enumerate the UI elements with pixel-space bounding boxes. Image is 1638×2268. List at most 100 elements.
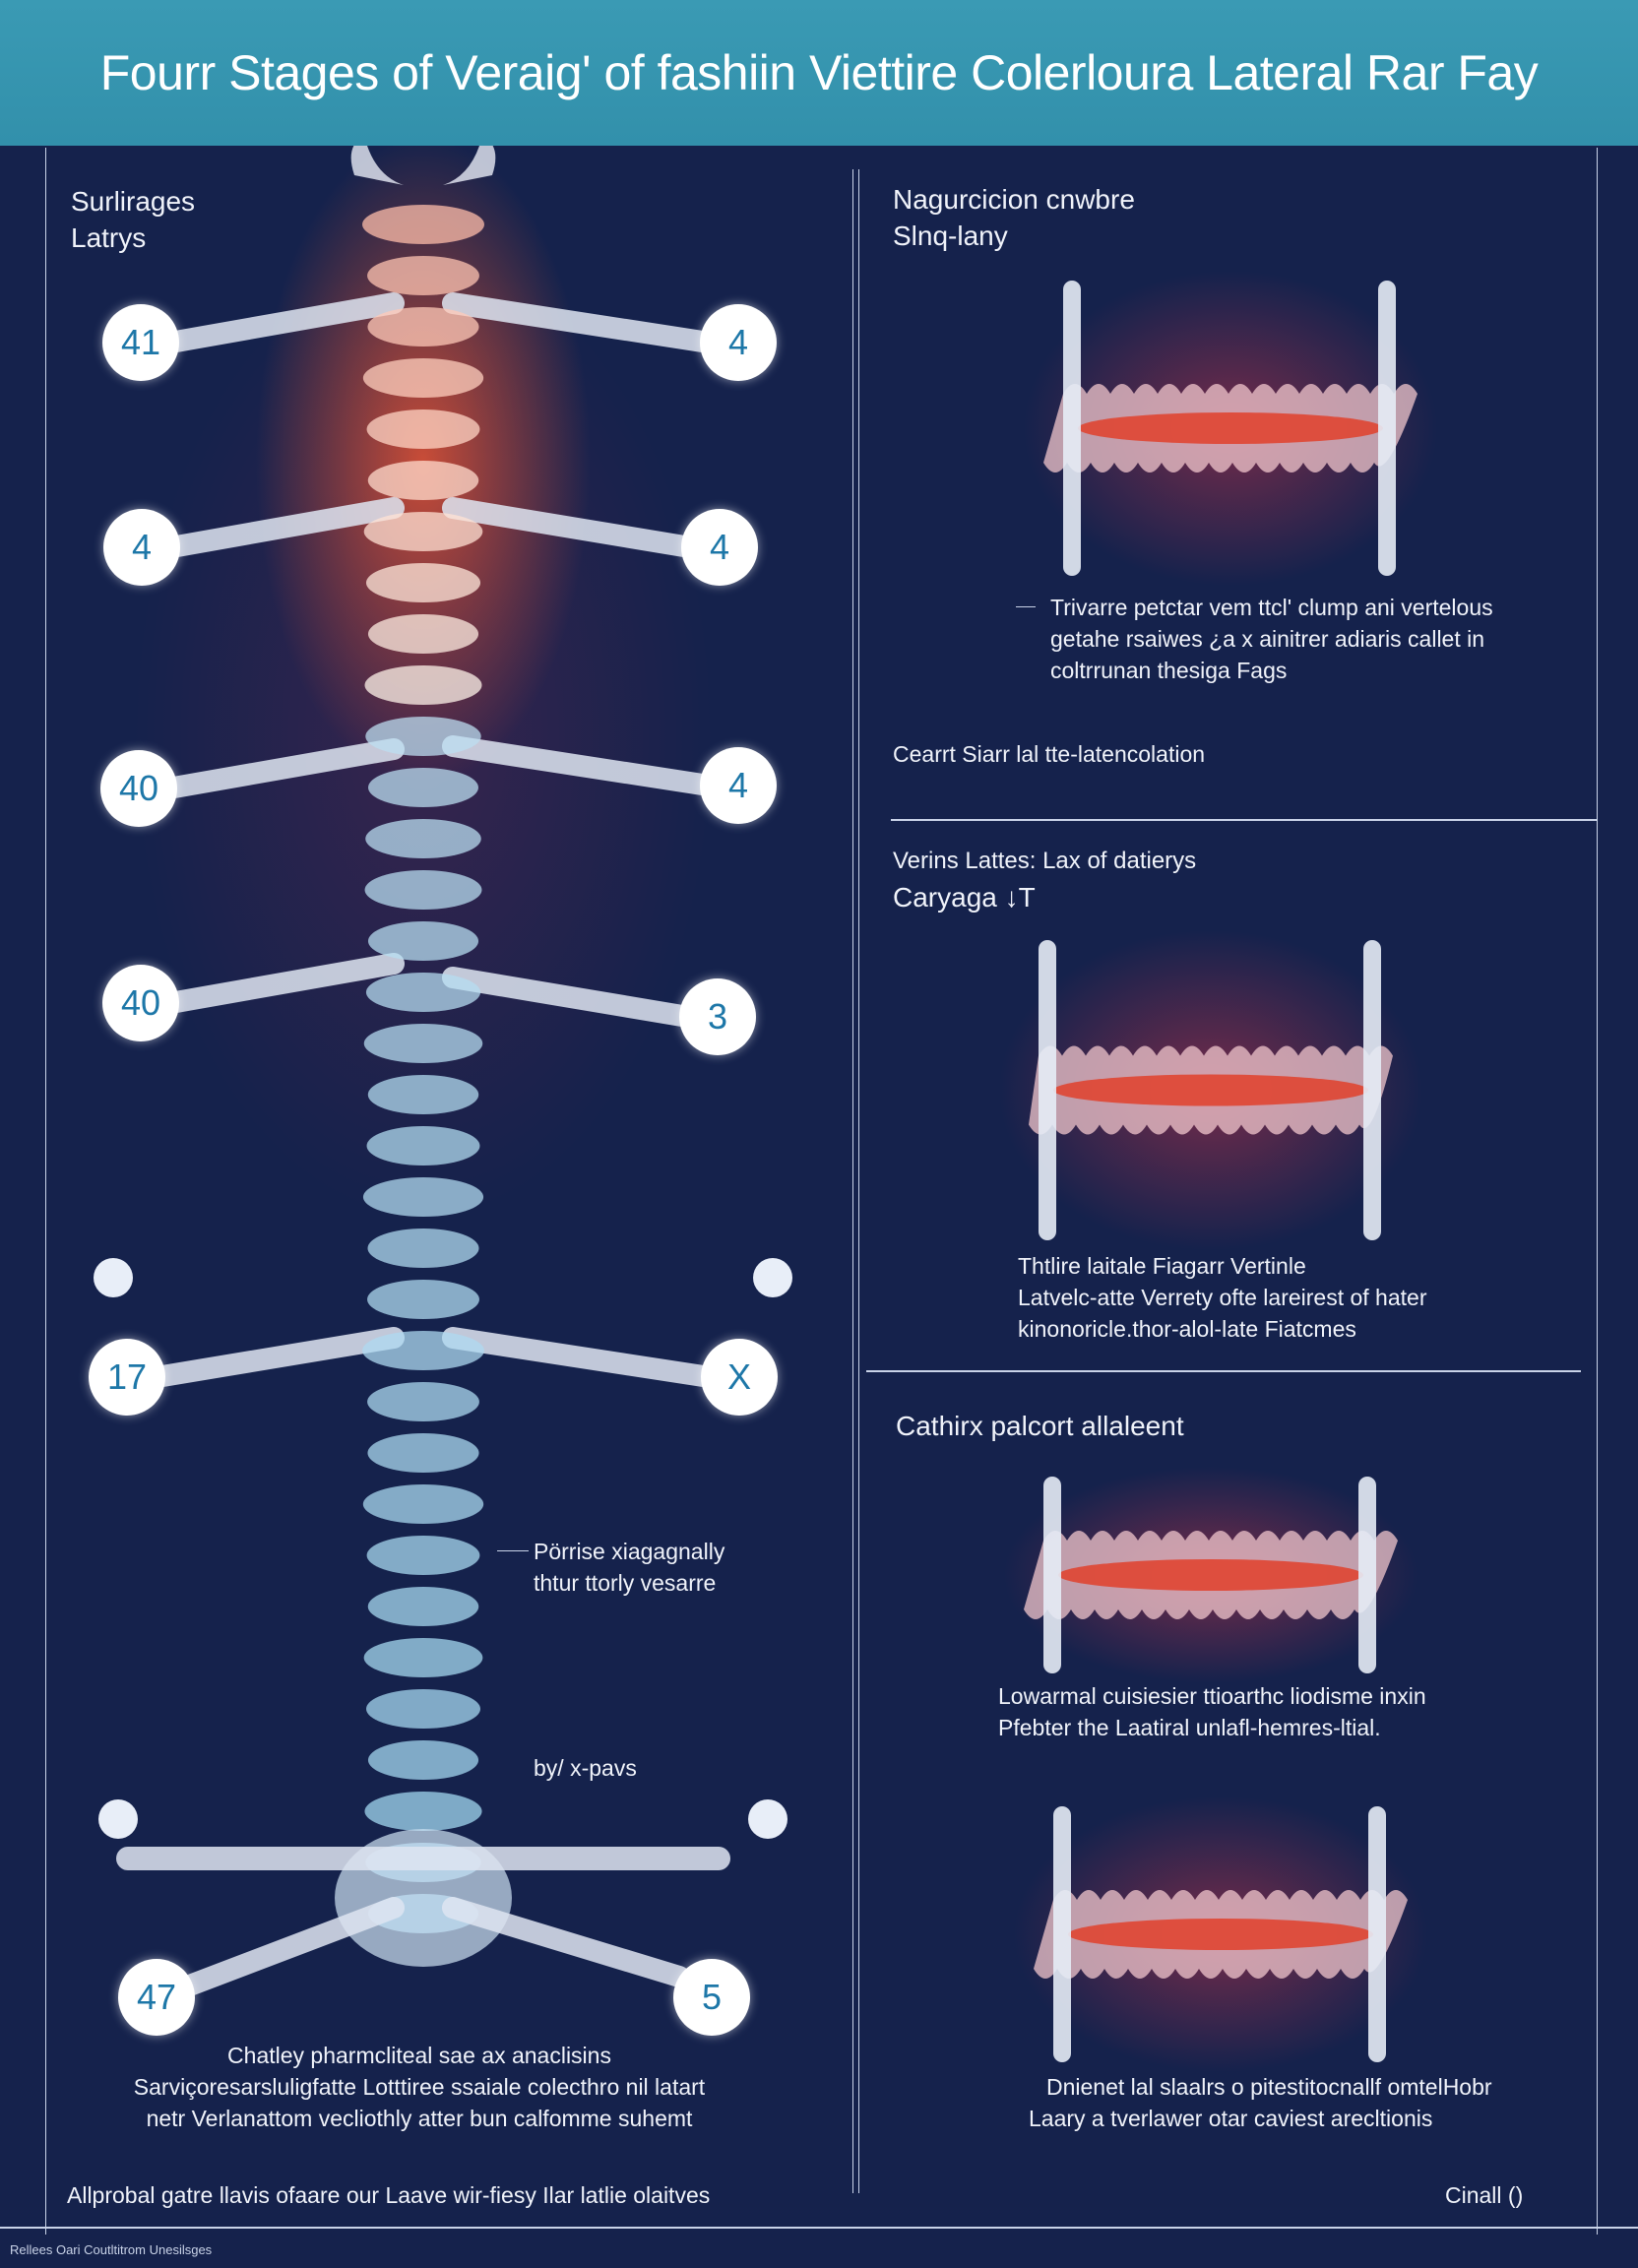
vertebra [367, 921, 479, 961]
vertebra [366, 410, 480, 449]
rib-right [442, 735, 720, 796]
vertebra [367, 1740, 479, 1780]
left-panel-border [45, 148, 46, 2235]
disc-illustration-4 [1014, 1796, 1427, 2072]
annotation-leader-1 [497, 1550, 529, 1551]
stage-marker-right: 4 [681, 509, 758, 586]
cervical-process [443, 146, 496, 185]
vertebra [365, 819, 481, 858]
bottom-note: Allprobal gatre llavis ofaare our Laave … [67, 2182, 711, 2208]
page-title: Fourr Stages of Veraig' of fashiin Viett… [99, 45, 1539, 100]
section-3-text: Lowarmal cuisiesier ttioarthc liodisme i… [998, 1680, 1426, 1743]
stage-marker-right: 3 [679, 978, 756, 1055]
stage-marker-right: X [701, 1339, 778, 1416]
vertebra [362, 1331, 484, 1370]
vertebra [367, 614, 479, 654]
joint-knob [94, 1258, 133, 1297]
bone-bar-right [1368, 1806, 1386, 2062]
vertebra [364, 665, 482, 705]
text-leader [1016, 606, 1036, 607]
vertebra [367, 1280, 479, 1319]
corner-note: Cinall () [1445, 2182, 1524, 2208]
spine-caption: Chatley pharmcliteal sae ax anaclisins S… [134, 2040, 705, 2134]
section-2-text: Thtlire laitale Fiagarr Vertinle Latvelc… [1018, 1250, 1426, 1345]
section-2-heading: Verins Lattes: Lax of datierys Caryaga ↓… [893, 843, 1196, 915]
section-4-text: Dnienet lal slaalrs o pitestitocnallf om… [1029, 2071, 1492, 2134]
vertebra [364, 1792, 482, 1831]
vertebra [367, 1228, 479, 1268]
rib-left [159, 953, 405, 1014]
vertebra [362, 1484, 484, 1524]
annotation-line: thtur ttorly vesarre [534, 1570, 717, 1596]
stage-marker-right: 4 [700, 747, 777, 824]
stage-marker-left: 41 [102, 304, 179, 381]
text-line: Lowarmal cuisiesier ttioarthc liodisme i… [998, 1683, 1426, 1709]
bone-bar-left [1053, 1806, 1071, 2062]
stage-marker-left: 17 [89, 1339, 165, 1416]
rib-left [159, 292, 405, 353]
leg-left [176, 1897, 405, 1997]
text-line: Trivarre petctar vem ttcl' clump ani ver… [1050, 595, 1493, 620]
text-line: kinonoricle.thor-alol-late Fiatcmes [1018, 1316, 1356, 1342]
heading-line: Caryaga ↓T [893, 882, 1036, 913]
vertebra [366, 1536, 480, 1575]
bone-bar-right [1378, 281, 1396, 576]
inflamed-core [1078, 412, 1383, 444]
spine-annotation-1: Pörrise xiagagnally thtur ttorly vesarre [534, 1536, 724, 1599]
vertebra [363, 1638, 483, 1677]
annotation-line: Pörrise xiagagnally [534, 1539, 725, 1564]
bone-bar-left [1063, 281, 1081, 576]
text-line: Laary a tverlawer otar caviest arecltion… [1029, 2106, 1433, 2131]
vertebra [367, 1382, 479, 1421]
vertebra [364, 870, 482, 910]
heading-line: Cathirx palcort allaleent [896, 1411, 1184, 1441]
caption-line: Chatley pharmcliteal sae ax anaclisins [227, 2043, 611, 2068]
vertebra [367, 1075, 479, 1114]
joint-knob [753, 1258, 792, 1297]
inflamed-core [1058, 1559, 1363, 1591]
leg-right [442, 1897, 690, 1987]
section-1-text: Trivarre petctar vem ttcl' clump ani ver… [1050, 592, 1493, 686]
vertebra [365, 1689, 481, 1729]
text-line: Dnienet lal slaalrs o pitestitocnallf om… [1046, 2074, 1492, 2100]
vertebra [367, 461, 479, 500]
rib-right [442, 292, 720, 353]
footer-text: Rellees Oari Coutltitrom Unesilsges [10, 2242, 213, 2257]
rib-left [160, 497, 405, 558]
stage-marker-left: 4 [103, 509, 180, 586]
vertebra [367, 307, 479, 346]
rib-right [442, 497, 701, 558]
section-divider-2 [866, 1370, 1581, 1372]
vertebra [365, 717, 481, 756]
joint-knob [748, 1799, 788, 1839]
bone-bar-left [1039, 940, 1056, 1240]
vertebra [365, 563, 481, 602]
stage-marker-left: 40 [102, 965, 179, 1041]
bone-bar-right [1358, 1477, 1376, 1673]
left-panel-label: Surlirages Latrys [71, 183, 195, 256]
rib-right [442, 967, 699, 1028]
text-line: Latvelc-atte Verrety ofte lareirest of h… [1018, 1285, 1427, 1310]
vertebra [363, 1024, 483, 1063]
section-3-heading: Cathirx palcort allaleent [896, 1408, 1184, 1444]
vertebra [367, 1587, 479, 1626]
disc-illustration-3 [1004, 1467, 1418, 1683]
vertebra [367, 1433, 479, 1473]
cervical-process [350, 146, 404, 185]
caption-line: netr Verlanattom vecliothly atter bun ca… [146, 2106, 693, 2131]
joint-knob [98, 1799, 138, 1839]
text-line: Thtlire laitale Fiagarr Vertinle [1018, 1253, 1306, 1279]
section-1-heading: Nagurcicion cnwbre Slnq-lany [893, 181, 1135, 254]
disc-illustration-2 [999, 930, 1422, 1250]
text-line: coltrrunan thesiga Fags [1050, 658, 1288, 683]
inflamed-core [1053, 1074, 1368, 1106]
vertebra [362, 205, 484, 244]
bone-bar-right [1363, 940, 1381, 1240]
spine-illustration [94, 146, 792, 1997]
vertebra [363, 512, 483, 551]
rib-right [442, 1327, 721, 1388]
vertebra [366, 1126, 480, 1166]
stage-marker-right: 5 [673, 1959, 750, 2036]
footer-divider [0, 2227, 1638, 2229]
heading-line: Slnq-lany [893, 220, 1008, 251]
